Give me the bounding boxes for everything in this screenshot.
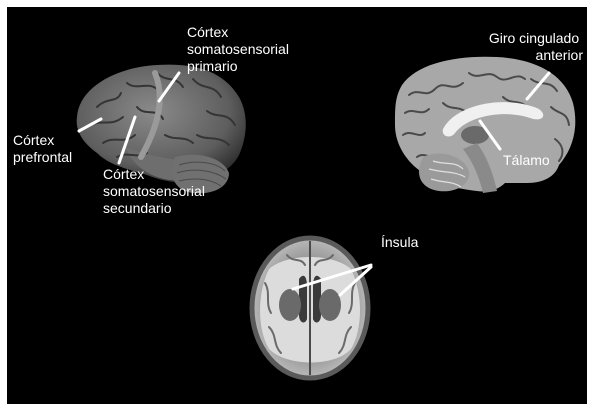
sagittal-brain-view [395,57,575,193]
axial-brain-view [252,238,368,378]
label-thalamus: Tálamo [503,152,550,168]
brain-diagram: Córtex somatosensorial primario Córtex p… [7,7,587,404]
label-insula: Ínsula [381,234,419,250]
brain-figure: Córtex somatosensorial primario Córtex p… [7,7,587,404]
